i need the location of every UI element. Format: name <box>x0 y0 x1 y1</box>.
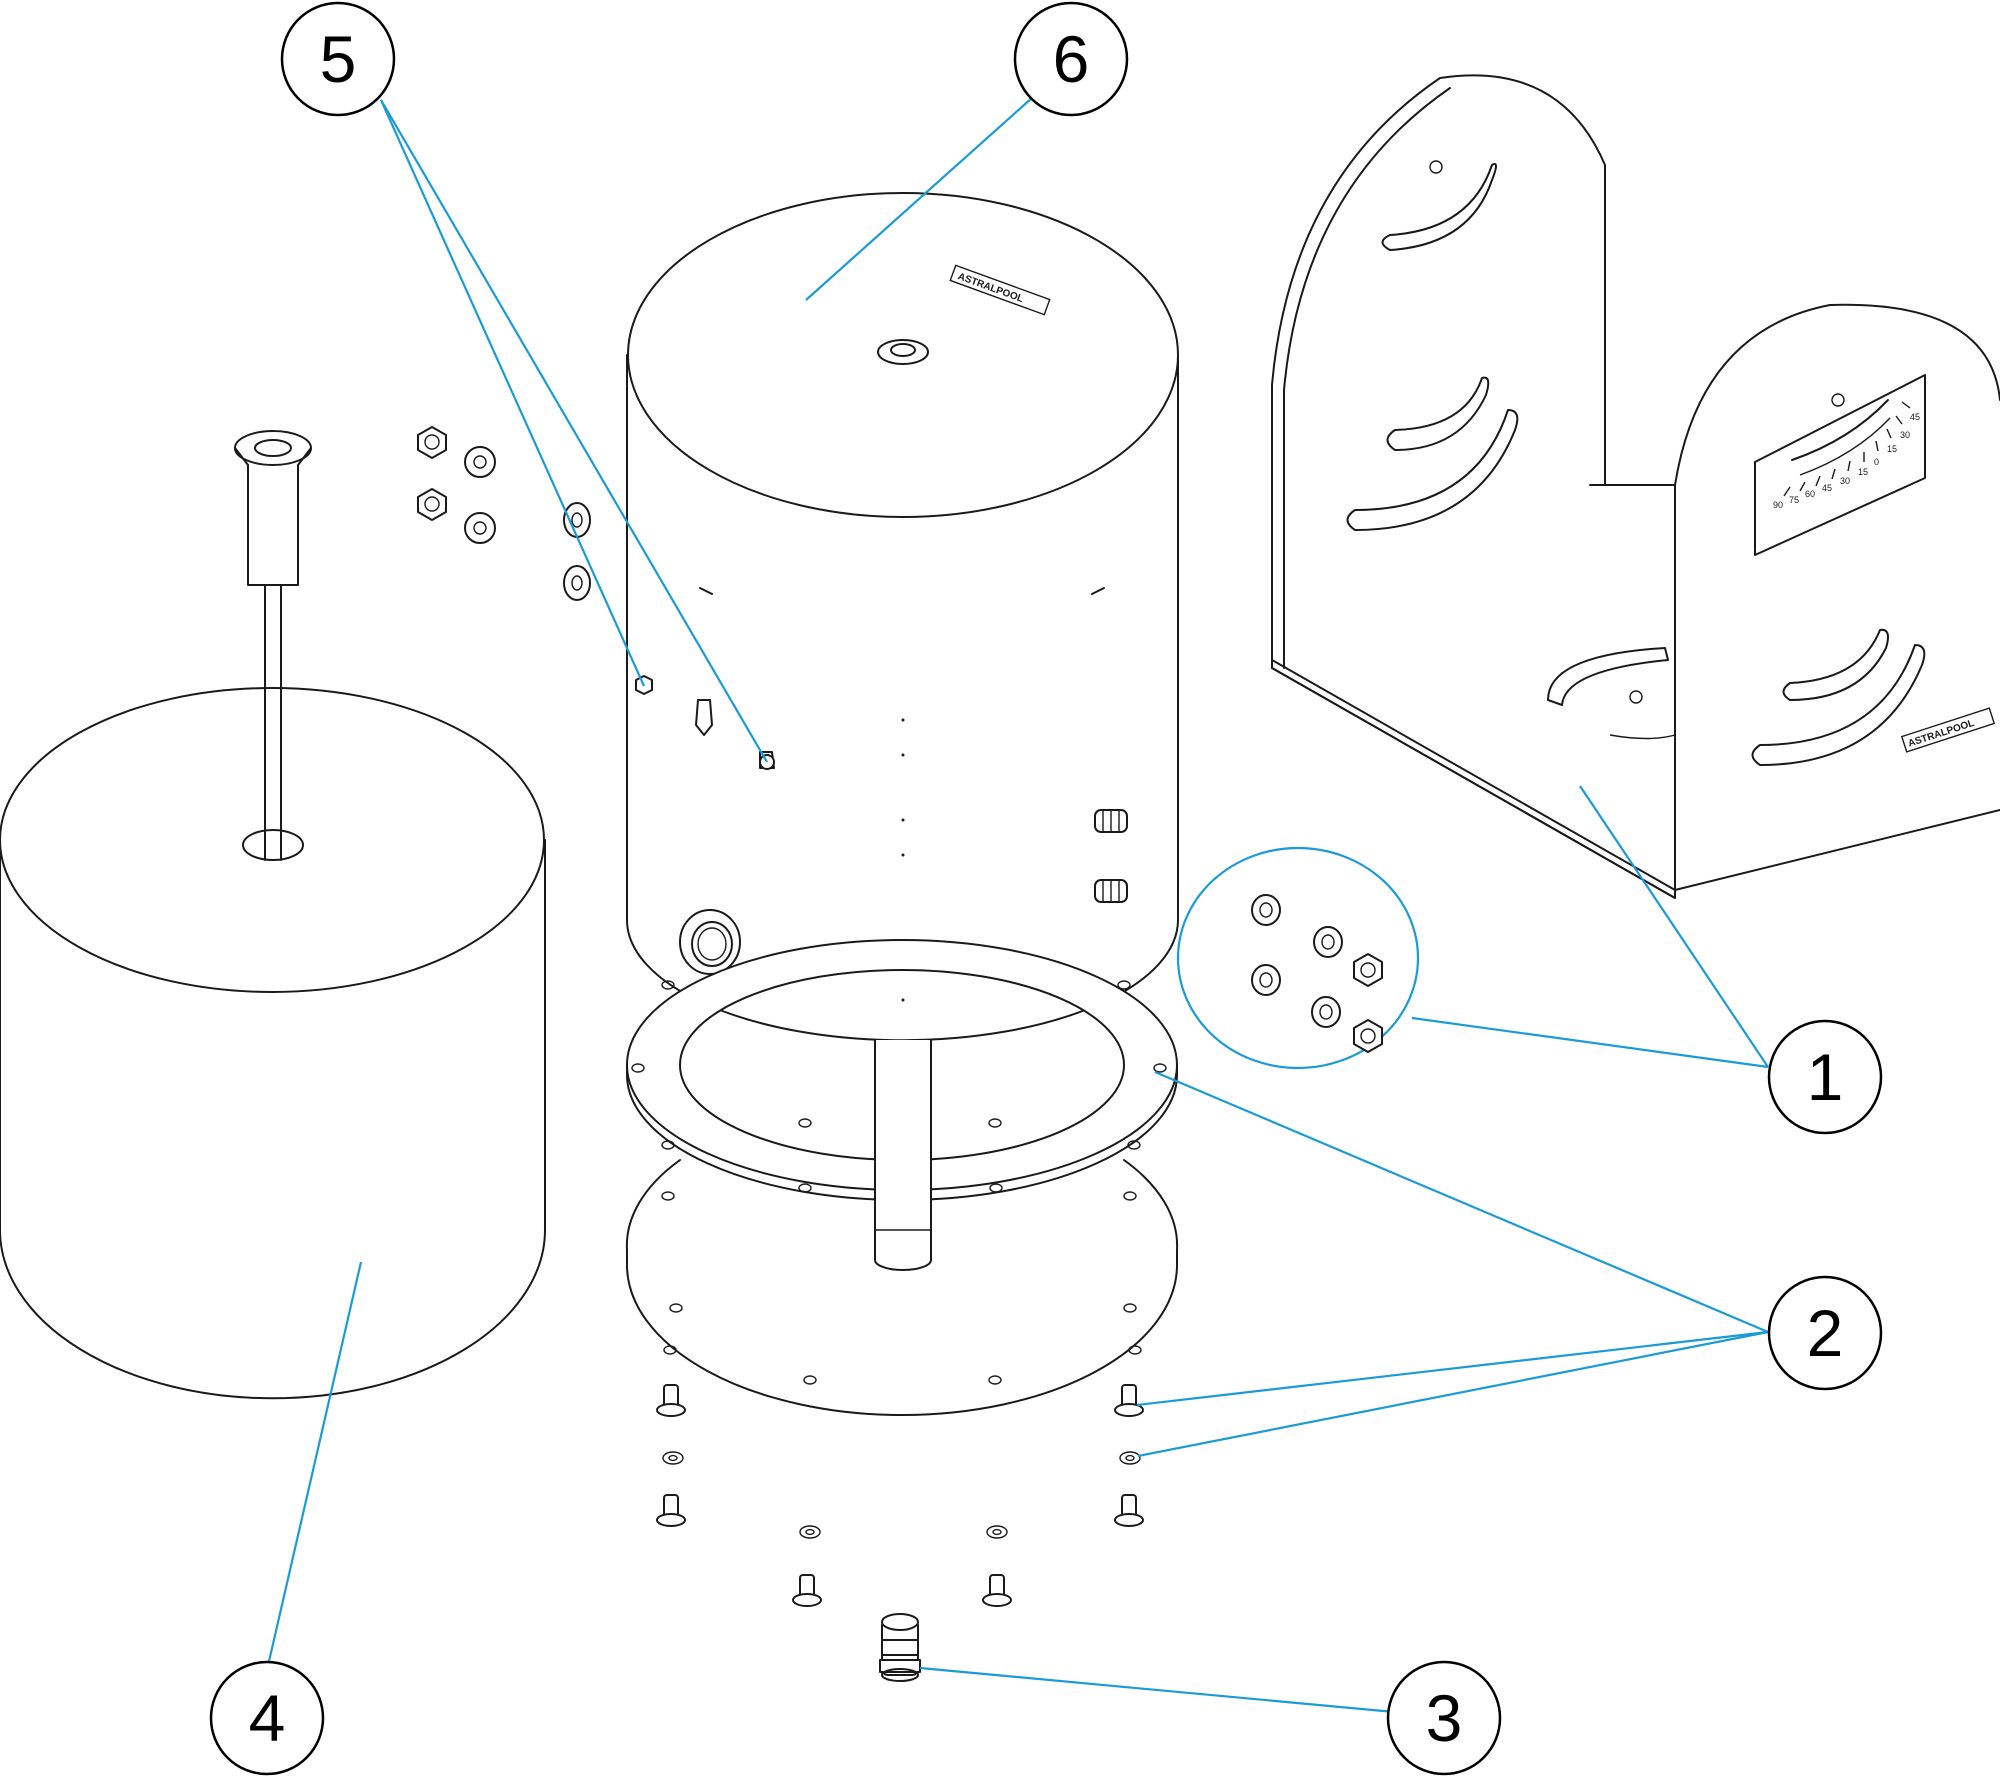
callout-number: 3 <box>1426 1681 1463 1755</box>
scale-tick-label: 75 <box>1789 495 1799 505</box>
callout-4: 4 <box>209 1660 325 1776</box>
callout-6: 6 <box>1013 1 1129 117</box>
small-hardware <box>417 426 775 770</box>
scale-tick-label: 15 <box>1887 444 1897 454</box>
threaded-fitting <box>1094 879 1128 903</box>
main-tank-body: ASTRALPOOL <box>626 192 1179 1042</box>
scale-tick-label: 30 <box>1900 430 1910 440</box>
leader-lines <box>265 96 1769 1714</box>
callout-number: 4 <box>249 1681 286 1755</box>
callout-3: 3 <box>1386 1660 1502 1776</box>
u-bracket: 90 75 60 45 30 15 0 15 30 45 ASTRALPOOL <box>1271 74 2000 899</box>
scale-tick-label: 30 <box>1840 476 1850 486</box>
bracket-brand-label: ASTRALPOOL <box>1907 718 1976 750</box>
callout-1: 1 <box>1767 1019 1883 1135</box>
scale-tick-label: 45 <box>1822 483 1832 493</box>
scale-tick-label: 60 <box>1805 489 1815 499</box>
base-plate <box>625 1118 1179 1416</box>
callout-number: 5 <box>320 22 357 96</box>
bolt-set <box>656 1384 1144 1607</box>
scale-tick-label: 90 <box>1773 500 1783 510</box>
callout-number: 6 <box>1053 22 1090 96</box>
bracket-hardware-group <box>1176 846 1420 1070</box>
threaded-fitting <box>1094 809 1128 833</box>
angle-scale-plate: 90 75 60 45 30 15 0 15 30 45 <box>1754 374 1926 556</box>
scale-tick-label: 0 <box>1874 457 1879 467</box>
scale-tick-label: 15 <box>1858 467 1868 477</box>
callout-number: 1 <box>1807 1040 1844 1114</box>
callout-5: 5 <box>280 1 396 117</box>
callout-number: 2 <box>1807 1296 1844 1370</box>
outer-sleeve-cylinder <box>0 430 546 1400</box>
scale-tick-label: 45 <box>1910 412 1920 422</box>
cable-gland <box>879 1613 921 1682</box>
center-tube <box>874 1040 932 1271</box>
callout-2: 2 <box>1767 1275 1883 1391</box>
